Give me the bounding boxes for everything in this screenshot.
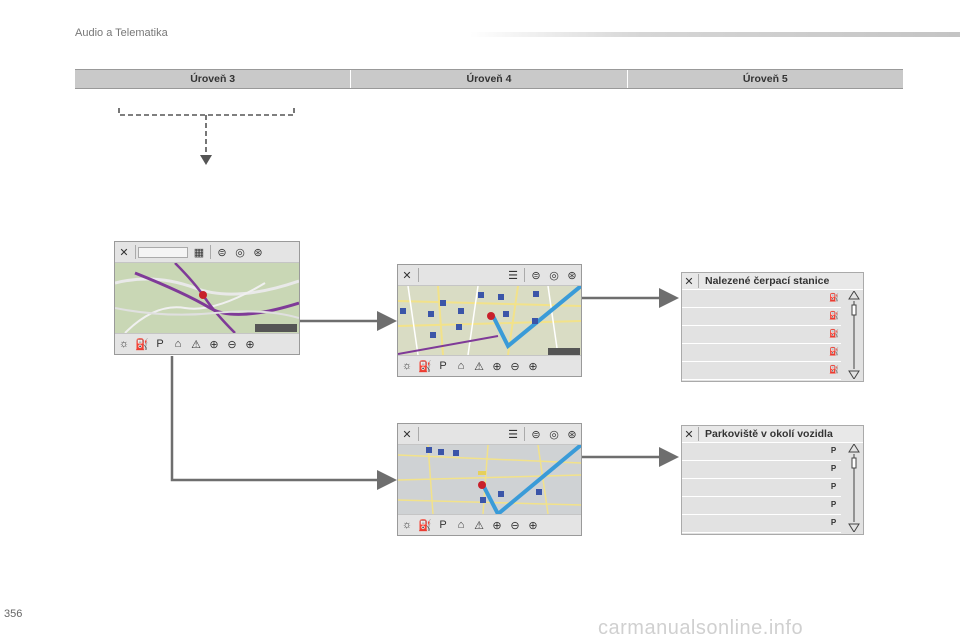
menu-circle-icon[interactable]: ⊜ <box>531 428 541 441</box>
poi-icon[interactable]: ⌂ <box>174 338 182 350</box>
parking-sign-icon: P <box>830 500 837 509</box>
close-icon[interactable]: ✕ <box>402 269 412 282</box>
list-item[interactable]: ⛽ <box>682 290 841 308</box>
zoom-in-icon[interactable]: ⊕ <box>528 519 538 532</box>
list-item[interactable]: ⛽ <box>682 344 841 362</box>
fuel-pump-icon[interactable]: ⛽ <box>135 338 149 351</box>
close-icon[interactable]: ✕ <box>119 246 129 259</box>
list-item[interactable]: ⛽ <box>682 362 841 380</box>
close-icon[interactable]: ✕ <box>402 428 412 441</box>
header-gradient-bar <box>470 32 960 37</box>
settings-circle-icon[interactable]: ⊛ <box>253 246 263 259</box>
list-icon[interactable]: ☰ <box>508 428 518 441</box>
list-item[interactable]: P <box>682 515 841 533</box>
list-icon[interactable]: ☰ <box>508 269 518 282</box>
down-arrow-head <box>200 155 212 165</box>
traffic-icon[interactable]: ☼ <box>118 338 130 350</box>
warning-icon[interactable]: ⚠ <box>474 360 484 373</box>
settings-circle-icon[interactable]: ⊛ <box>567 428 577 441</box>
fuel-stations-list: ✕ Nalezené čerpací stanice ⛽ ⛽ ⛽ ⛽ ⛽ <box>681 272 864 382</box>
fuel-pump-icon[interactable]: ⛽ <box>418 360 432 373</box>
map-view[interactable] <box>398 445 581 514</box>
parking-sign-icon: P <box>830 482 837 491</box>
scroll-down-icon <box>848 370 860 379</box>
scroll-thumb <box>851 304 857 316</box>
zoom-in-icon[interactable]: ⊕ <box>528 360 538 373</box>
fuel-pump-icon: ⛽ <box>829 365 839 374</box>
poi-icon[interactable]: ⌂ <box>457 360 465 372</box>
scroll-down-icon <box>848 523 860 532</box>
watermark: carmanualsonline.info <box>598 617 804 639</box>
add-icon[interactable]: ⊕ <box>209 338 219 351</box>
dashed-bracket <box>118 108 295 155</box>
level-5-label: Úroveň 5 <box>626 70 903 88</box>
page-number: 356 <box>4 608 23 620</box>
parking-sign-icon: P <box>830 518 837 527</box>
poi-icon[interactable]: ⌂ <box>457 519 465 531</box>
zoom-out-icon[interactable]: ⊖ <box>510 519 520 532</box>
compass-icon[interactable]: ◎ <box>549 269 559 282</box>
map-view[interactable] <box>398 286 581 355</box>
scrollbar[interactable] <box>847 444 861 532</box>
zoom-in-icon[interactable]: ⊕ <box>245 338 255 351</box>
parking-icon[interactable]: P <box>156 338 164 350</box>
map-screen-level4-fuel: ✕ ☰ ⊜ ◎ ⊛ ☼ ⛽ P <box>397 264 582 377</box>
traffic-icon[interactable]: ☼ <box>401 360 413 372</box>
search-input[interactable] <box>138 246 188 258</box>
map-screen-level3: ✕ ▦ ⊜ ◎ ⊛ ☼ ⛽ P ⌂ ⚠ ⊕ ⊖ ⊕ <box>114 241 300 355</box>
list-item[interactable]: P <box>682 461 841 479</box>
parking-list: ✕ Parkoviště v okolí vozidla P P P P P <box>681 425 864 535</box>
zoom-out-icon[interactable]: ⊖ <box>227 338 237 351</box>
list-item[interactable]: ⛽ <box>682 308 841 326</box>
parking-icon[interactable]: P <box>439 360 447 372</box>
level-3-label: Úroveň 3 <box>190 73 236 85</box>
fuel-pump-icon[interactable]: ⛽ <box>418 519 432 532</box>
level-4-label: Úroveň 4 <box>350 70 626 88</box>
list-title: Nalezené čerpací stanice <box>705 275 830 287</box>
list-item[interactable]: P <box>682 443 841 461</box>
fuel-pump-icon: ⛽ <box>829 293 839 302</box>
scrollbar[interactable] <box>847 291 861 379</box>
add-icon[interactable]: ⊕ <box>492 360 502 373</box>
settings-circle-icon[interactable]: ⊛ <box>567 269 577 282</box>
fuel-pump-icon: ⛽ <box>829 311 839 320</box>
map-view[interactable] <box>115 263 299 333</box>
scroll-up-icon <box>848 444 860 453</box>
add-icon[interactable]: ⊕ <box>492 519 502 532</box>
menu-circle-icon[interactable]: ⊜ <box>531 269 541 282</box>
menu-circle-icon[interactable]: ⊜ <box>217 246 227 259</box>
warning-icon[interactable]: ⚠ <box>474 519 484 532</box>
parking-sign-icon: P <box>830 464 837 473</box>
list-item[interactable]: P <box>682 497 841 515</box>
list-item[interactable]: ⛽ <box>682 326 841 344</box>
arrow-level3-to-level4-bottom <box>170 356 397 490</box>
warning-icon[interactable]: ⚠ <box>191 338 201 351</box>
close-icon[interactable]: ✕ <box>684 428 694 441</box>
section-title: Audio a Telematika <box>75 27 168 39</box>
scroll-up-icon <box>848 291 860 300</box>
compass-icon[interactable]: ◎ <box>549 428 559 441</box>
list-title: Parkoviště v okolí vozidla <box>705 428 833 440</box>
parking-icon[interactable]: P <box>439 519 447 531</box>
map-screen-level4-parking: ✕ ☰ ⊜ ◎ ⊛ ☼ ⛽ P ⌂ ⚠ ⊕ ⊖ ⊕ <box>397 423 582 536</box>
fuel-pump-icon: ⛽ <box>829 347 839 356</box>
level-header-bar: Úroveň 3 Úroveň 4 Úroveň 5 <box>75 69 903 89</box>
scroll-thumb <box>851 457 857 469</box>
traffic-icon[interactable]: ☼ <box>401 519 413 531</box>
zoom-out-icon[interactable]: ⊖ <box>510 360 520 373</box>
close-icon[interactable]: ✕ <box>684 275 694 288</box>
keyboard-icon[interactable]: ▦ <box>193 246 205 259</box>
compass-icon[interactable]: ◎ <box>235 246 245 259</box>
parking-sign-icon: P <box>830 446 837 455</box>
fuel-pump-icon: ⛽ <box>829 329 839 338</box>
list-item[interactable]: P <box>682 479 841 497</box>
